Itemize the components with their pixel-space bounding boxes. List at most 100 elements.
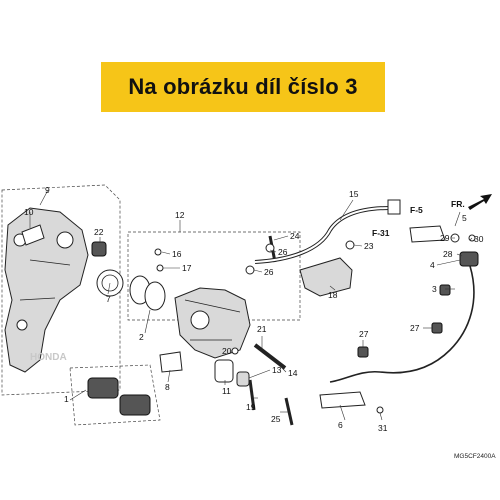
pin-bolt[interactable] [248, 379, 256, 411]
watermark-mark: HONDA [30, 352, 67, 363]
pad-pin-retainer[interactable] [159, 351, 183, 373]
title-banner: Na obrázku díl číslo 3 [101, 62, 385, 112]
label-18[interactable]: 18 [328, 290, 338, 300]
ref-f31[interactable]: F-31 [372, 228, 390, 238]
sealing-washer[interactable] [245, 265, 255, 275]
group-outline-left [1, 184, 121, 396]
bracket-rib [19, 259, 71, 301]
label-11[interactable]: 11 [222, 386, 231, 396]
small-bolt[interactable] [231, 347, 239, 355]
front-arrow-icon [468, 194, 492, 210]
ref-fr: FR. [451, 199, 465, 209]
leader-1 [69, 389, 87, 401]
label-12[interactable]: 12 [175, 210, 185, 220]
ref-f5[interactable]: F-5 [410, 205, 423, 215]
brake-pad-b[interactable] [119, 394, 151, 416]
diagram-code: MG5CF2400A [454, 453, 496, 460]
bleeder-cap[interactable] [156, 264, 164, 272]
label-16[interactable]: 16 [172, 249, 182, 259]
pin-sleeve[interactable] [214, 359, 234, 383]
leader-18 [329, 285, 336, 291]
label-28[interactable]: 28 [443, 249, 453, 259]
brake-hose[interactable] [254, 206, 391, 264]
label-4[interactable]: 4 [430, 260, 435, 270]
brake-pad-a[interactable] [87, 377, 119, 399]
leader-8 [167, 369, 171, 383]
sensor-clamp[interactable] [319, 391, 366, 409]
sealing-washer[interactable] [265, 243, 275, 253]
leader-7 [107, 282, 111, 295]
speed-sensor[interactable] [459, 251, 479, 267]
caliper-pin[interactable] [253, 343, 287, 370]
label-19[interactable]: 19 [246, 402, 256, 412]
pad-spring[interactable] [21, 224, 45, 246]
label-29[interactable]: 29 [440, 233, 450, 243]
sensor-cable[interactable] [329, 265, 475, 383]
bracket-hole [16, 319, 28, 331]
label-7[interactable]: 7 [106, 294, 111, 304]
label-24[interactable]: 24 [290, 231, 300, 241]
group-outline-pads [69, 364, 161, 426]
sensor-bracket[interactable] [409, 225, 446, 243]
label-10[interactable]: 10 [24, 207, 34, 217]
leader-23 [353, 244, 363, 247]
label-31[interactable]: 31 [378, 423, 388, 433]
label-13[interactable]: 13 [272, 365, 282, 375]
label-14[interactable]: 14 [288, 368, 298, 378]
cable-clip[interactable] [357, 346, 369, 358]
label-21[interactable]: 21 [257, 324, 267, 334]
caliper-bracket[interactable] [4, 207, 89, 373]
label-23[interactable]: 23 [364, 241, 374, 251]
label-9[interactable]: 9 [45, 185, 50, 195]
boot[interactable] [91, 241, 107, 257]
leader-6 [339, 404, 346, 421]
label-22[interactable]: 22 [94, 227, 104, 237]
leader-26b [253, 269, 263, 273]
leader-2 [144, 309, 151, 334]
grommet[interactable] [439, 284, 451, 296]
leader-30 [469, 237, 473, 241]
label-5[interactable]: 5 [462, 213, 467, 223]
leader-14 [279, 365, 287, 373]
label-26b[interactable]: 26 [264, 267, 274, 277]
guide-bolt[interactable] [345, 240, 355, 250]
label-15[interactable]: 15 [349, 189, 359, 199]
label-6[interactable]: 6 [338, 420, 343, 430]
banner-text: Na obrázku díl číslo 3 [128, 74, 358, 99]
label-1[interactable]: 1 [64, 394, 69, 404]
label-26a[interactable]: 26 [278, 247, 288, 257]
leader-26a [269, 249, 277, 253]
pin-boot[interactable] [236, 371, 250, 387]
label-8[interactable]: 8 [165, 382, 170, 392]
leader-28 [456, 253, 463, 257]
leader-4 [436, 259, 461, 266]
hose-joint[interactable] [387, 199, 401, 215]
label-25[interactable]: 25 [271, 414, 281, 424]
mounting-bolt[interactable] [284, 397, 294, 426]
dust-seal[interactable] [144, 281, 166, 311]
caliper-bore [190, 310, 210, 330]
label-30[interactable]: 30 [474, 234, 484, 244]
leader-5 [454, 211, 461, 227]
cable-clip[interactable] [431, 322, 443, 334]
label-27b[interactable]: 27 [410, 323, 420, 333]
label-2[interactable]: 2 [139, 332, 144, 342]
leader-16 [161, 251, 171, 255]
clamp-bolt[interactable] [376, 406, 384, 414]
leader-31 [379, 412, 383, 421]
leader-9 [39, 189, 49, 206]
label-20[interactable]: 20 [222, 346, 232, 356]
leader-24 [273, 235, 289, 241]
hose-guide[interactable] [299, 257, 353, 297]
caliper-body[interactable] [174, 287, 251, 359]
bleeder-screw[interactable] [154, 248, 162, 256]
piston-inner [101, 274, 119, 292]
label-27a[interactable]: 27 [359, 329, 369, 339]
caliper-rib [184, 299, 241, 341]
leader-15 [339, 199, 354, 221]
label-3[interactable]: 3 [432, 284, 437, 294]
leader-13 [248, 369, 271, 379]
bracket-hole [56, 231, 74, 249]
label-17[interactable]: 17 [182, 263, 192, 273]
